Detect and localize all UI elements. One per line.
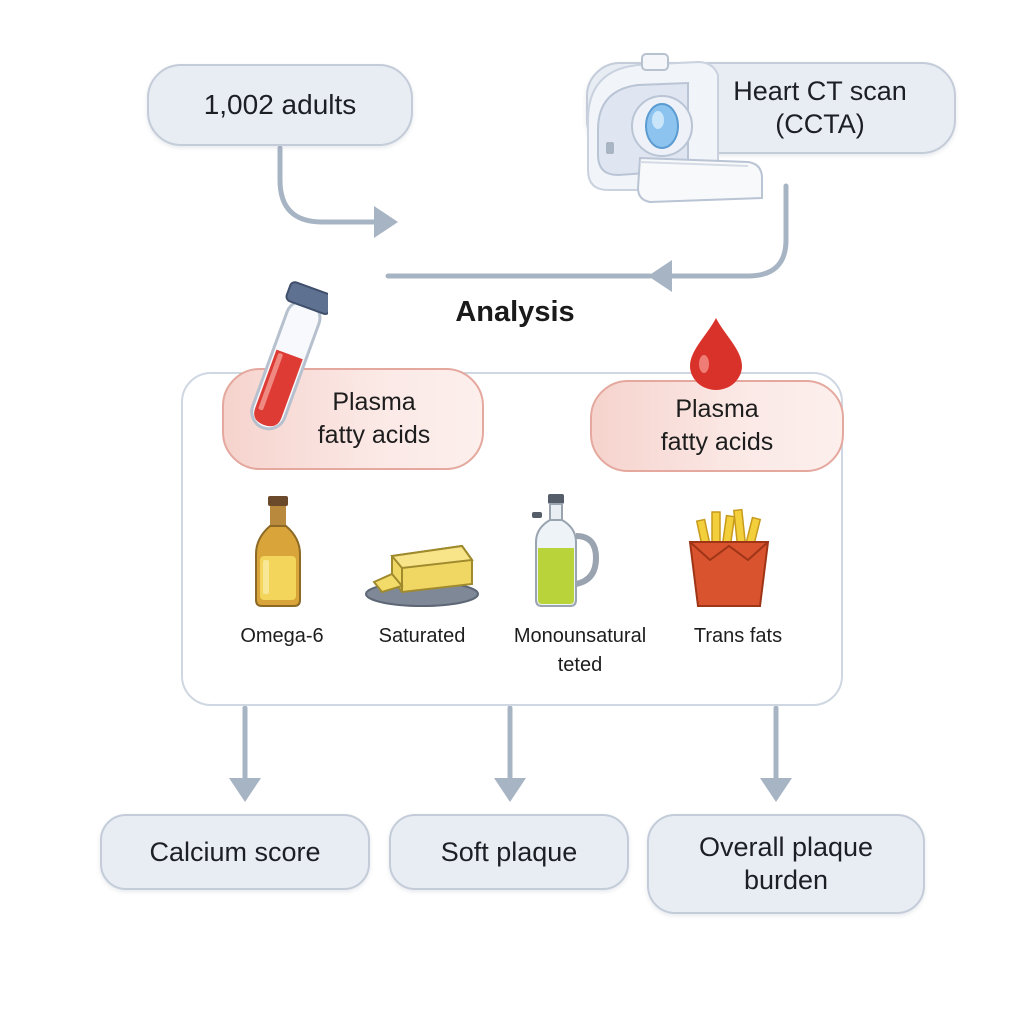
plasma-fatty-acids-right: Plasma fatty acids [590, 380, 844, 472]
ct-scan-label: Heart CT scan (CCTA) [733, 76, 907, 139]
plasma-left-label: Plasma fatty acids [317, 387, 431, 450]
outcome-overall-plaque-burden: Overall plaque burden [647, 814, 925, 914]
outcome-label: Soft plaque [440, 836, 578, 867]
blood-drop-icon [690, 318, 742, 390]
arrowhead-out-2 [494, 778, 526, 802]
fatty-acid-label: Trans fats [693, 625, 783, 647]
connector-ct [665, 183, 789, 279]
olive-oil-bottle-icon [532, 494, 600, 607]
fatty-acid-label: Saturated [378, 625, 466, 647]
fatty-acid-label: Omega-6 [240, 625, 324, 647]
ct-scanner-icon [587, 53, 763, 204]
arrowhead-cohort [374, 206, 398, 238]
outcome-label: Calcium score [149, 836, 321, 867]
outcome-soft-plaque: Soft plaque [389, 814, 629, 890]
outcome-label: Overall plaque burden [698, 832, 874, 895]
plasma-right-label: Plasma fatty acids [660, 394, 774, 457]
analysis-title: Analysis [455, 296, 575, 328]
cohort-node: 1,002 adults [147, 64, 413, 146]
fries-icon [688, 508, 770, 607]
arrowhead-out-1 [229, 778, 261, 802]
fatty-acid-label: Monounsatural teted [513, 625, 647, 676]
outcome-calcium-score: Calcium score [100, 814, 370, 890]
oil-bottle-icon [255, 496, 301, 607]
arrowhead-out-3 [760, 778, 792, 802]
cohort-label: 1,002 adults [203, 88, 357, 120]
butter-icon [365, 544, 479, 607]
blood-test-tube-icon [250, 281, 328, 431]
arrowhead-ct [648, 260, 672, 292]
connector-cohort [277, 145, 378, 225]
